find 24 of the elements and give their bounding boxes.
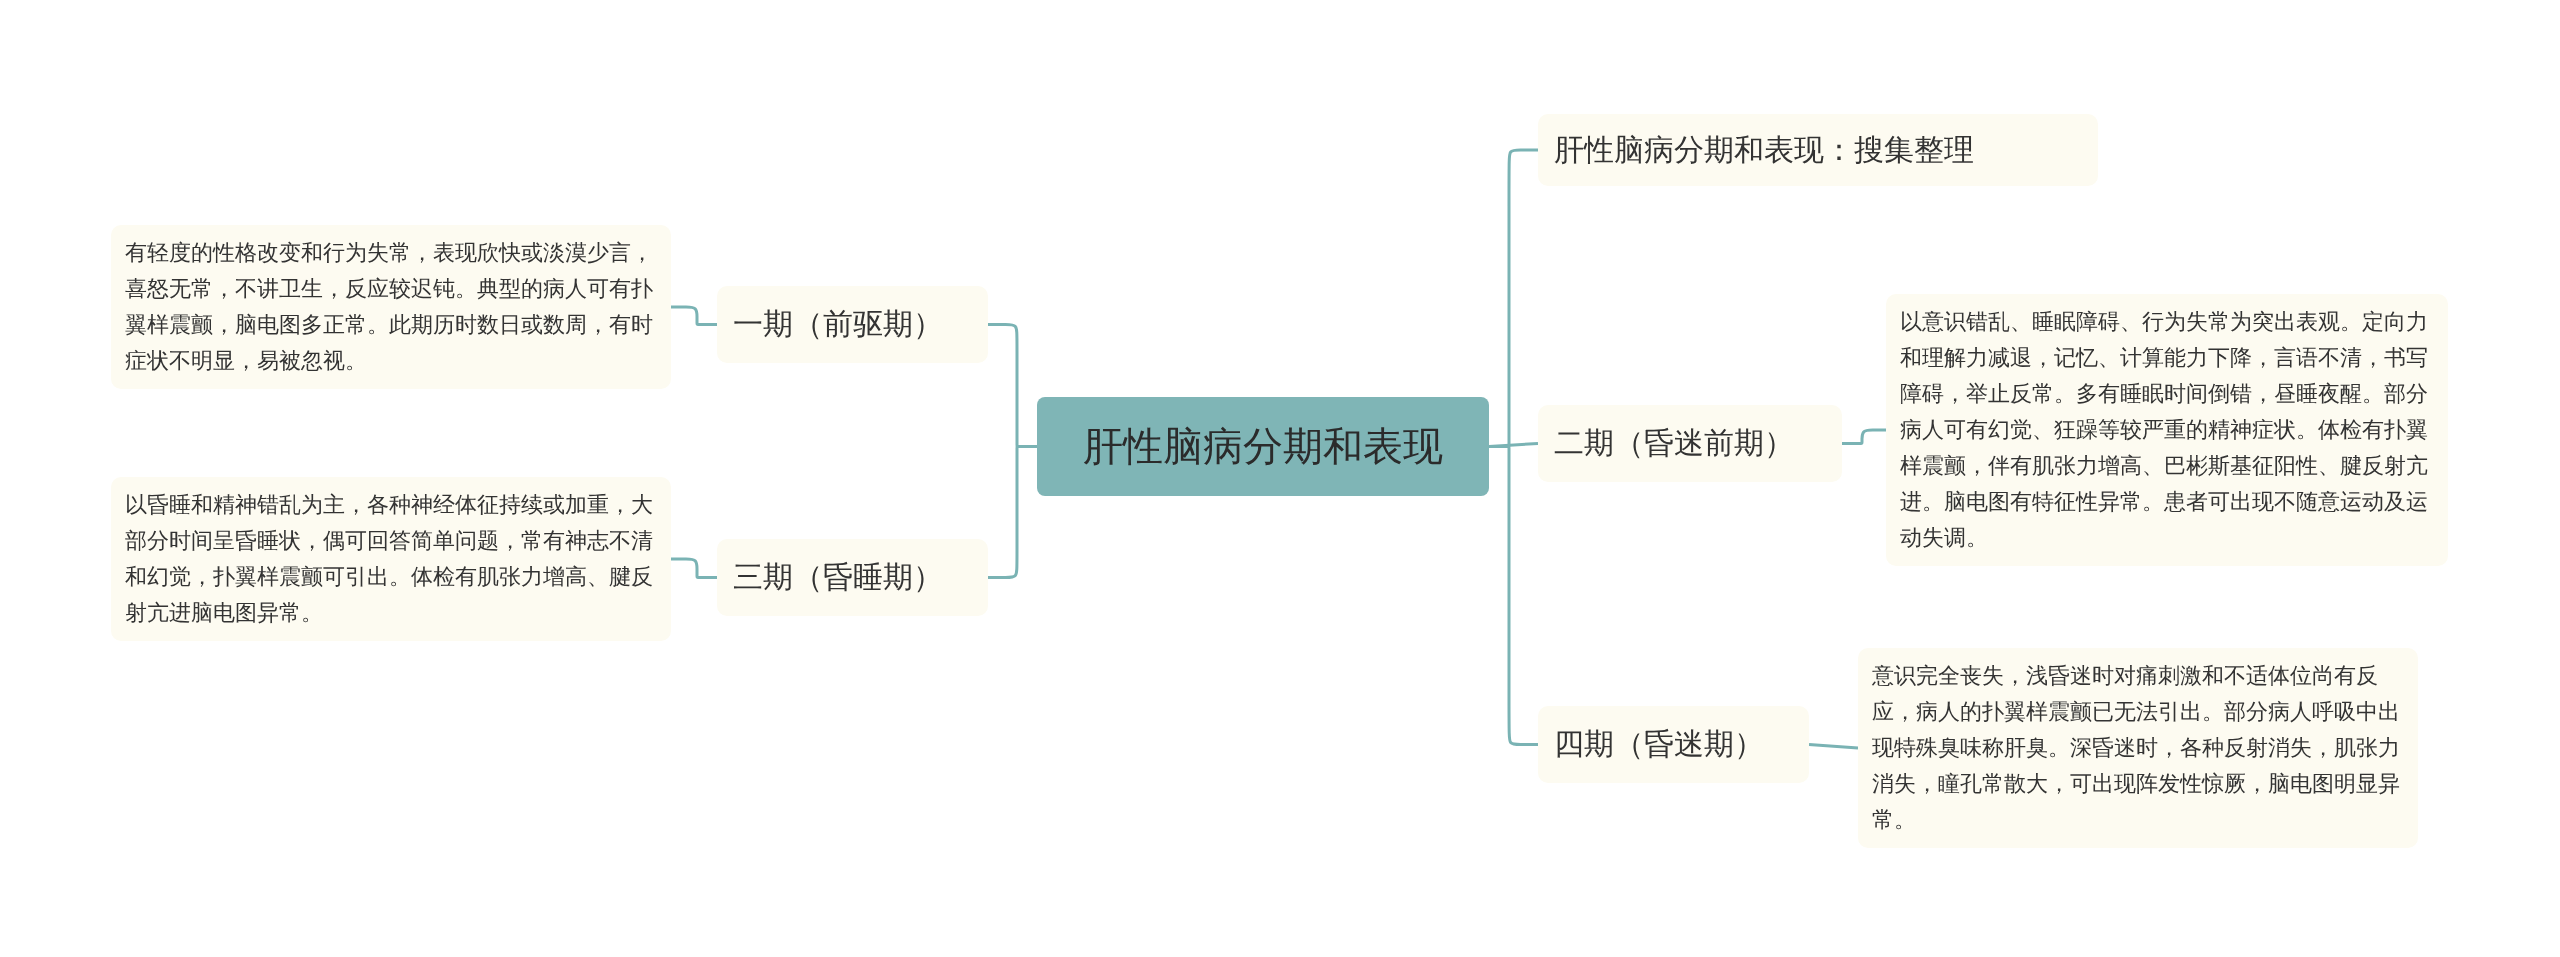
node-text: 有轻度的性格改变和行为失常，表现欣快或淡漠少言，喜怒无常，不讲卫生，反应较迟钝。典型的病人可有扑翼样震颤，脑电图多正常。此期历时数日或数周，有时症状不明显，易被忽视。 [125, 239, 654, 375]
description-box [111, 225, 671, 389]
description-box [111, 477, 671, 641]
node-text: 三期（昏睡期） [733, 559, 944, 595]
connector-line [671, 557, 717, 579]
node-text: 四期（昏迷期） [1554, 726, 1765, 762]
node-text: 以昏睡和精神错乱为主，各种神经体征持续或加重，大部分时间呈昏睡状，偶可回答简单问题，常有神志不清和幻觉，扑翼样震颤可引出。体检有肌张力增高、腱反射亢进脑电图异常。 [125, 491, 654, 627]
central-topic-box [1037, 397, 1489, 496]
node-text: 肝性脑病分期和表现：搜集整理 [1554, 132, 1975, 168]
node-text: 以意识错乱、睡眠障碍、行为失常为突出表观。定向力和理解力减退，记忆、计算能力下降，言语不清，书写障碍，举止反常。多有睡眠时间倒错，昼睡夜醒。部分病人可有幻觉、狂躁等较严重的精神症状。体检有扑翼样震颤，伴有肌张力增高、巴彬斯基征阳性、腱反射亢进。脑电图有特征性异常。患者可出现不随意运动及运动失调。 [1900, 308, 2429, 552]
note-box [1538, 114, 2098, 186]
description-box [1858, 648, 2418, 848]
node-text: 意识完全丧失，浅昏迷时对痛刺激和不适体位尚有反应，病人的扑翼样震颤已无法引出。部分病人呼吸中出现特殊臭味称肝臭。深昏迷时，各种反射消失，肌张力消失，瞳孔常散大，可出现阵发性惊厥，脑电图明显异常。 [1872, 662, 2401, 834]
stage-box [1538, 706, 1809, 783]
stage-box [717, 286, 988, 363]
stage-box [1538, 405, 1842, 482]
node-text: 肝性脑病分期和表现 [1082, 423, 1444, 470]
connector-line [1842, 428, 1886, 445]
connector-line [1808, 743, 1859, 750]
stage-box [717, 539, 988, 616]
node-text: 二期（昏迷前期） [1554, 425, 1795, 461]
description-box [1886, 294, 2448, 566]
node-text: 一期（前驱期） [733, 306, 944, 342]
connector-line [671, 305, 717, 326]
